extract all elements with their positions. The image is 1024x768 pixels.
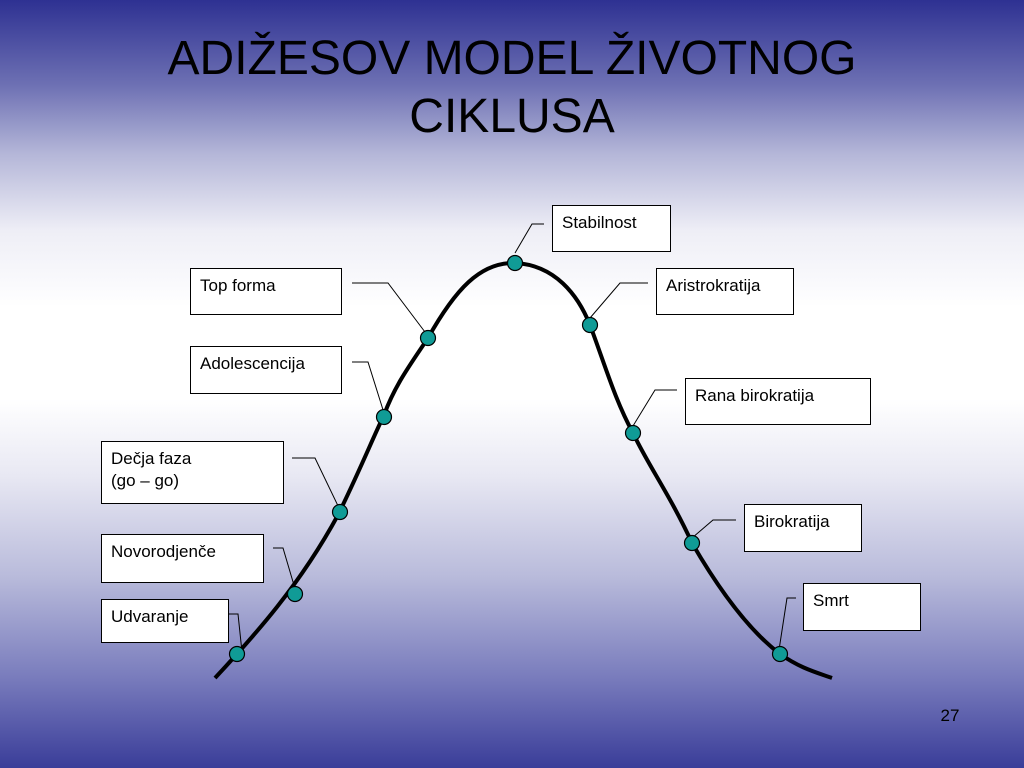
leader-line-birokratija <box>691 519 736 539</box>
stage-label: Novorodjenče <box>111 542 216 561</box>
stage-box-udvaranje: Udvaranje <box>101 599 229 643</box>
leader-line-top-forma <box>352 282 429 337</box>
stage-box-smrt: Smrt <box>803 583 921 631</box>
stage-marker-aristrokratija <box>581 316 599 334</box>
stage-marker-adolescencija <box>375 408 393 426</box>
stage-label: Dečja faza <box>111 449 192 468</box>
stage-label-line-2: (go – go) <box>111 471 180 490</box>
stage-marker-birokratija <box>683 534 701 552</box>
stage-marker-rana-birokratija <box>624 424 642 442</box>
stage-label: Aristrokratija <box>666 276 761 295</box>
stage-box-novorodjence: Novorodjenče <box>101 534 264 583</box>
stage-marker-novorodjence <box>286 585 304 603</box>
leader-line-novorodjence <box>273 547 297 593</box>
stage-label: Smrt <box>813 591 849 610</box>
life-cycle-curve <box>213 260 833 680</box>
stage-label: Adolescencija <box>200 354 305 373</box>
stage-label: Top forma <box>200 276 276 295</box>
leader-line-rana-birokratija <box>632 389 677 427</box>
stage-box-decja-faza: Dečja faza (go – go) <box>101 441 284 504</box>
page-number: 27 <box>940 706 960 725</box>
stage-label: Birokratija <box>754 512 830 531</box>
leader-line-udvaranje <box>229 613 243 653</box>
slide-title: ADIŽESOV MODEL ŽIVOTNOG CIKLUSA <box>0 30 1024 146</box>
stage-marker-smrt <box>771 645 789 663</box>
slide-title-line-2: CIKLUSA <box>409 90 615 143</box>
stage-label: Rana birokratija <box>695 386 815 405</box>
leader-line-smrt <box>778 597 796 651</box>
leader-line-aristrokratija <box>589 282 648 319</box>
stage-box-rana-birokratija: Rana birokratija <box>685 378 871 425</box>
stage-marker-udvaranje <box>228 645 246 663</box>
stage-box-aristrokratija: Aristrokratija <box>656 268 794 315</box>
stage-marker-decja-faza <box>331 503 349 521</box>
leader-line-stabilnost <box>514 223 544 254</box>
leader-line-adolescencija <box>352 361 385 414</box>
stage-box-birokratija: Birokratija <box>744 504 862 552</box>
stage-label: Udvaranje <box>111 607 189 626</box>
leader-line-decja-faza <box>292 457 341 511</box>
stage-label: Stabilnost <box>562 213 637 232</box>
stage-box-adolescencija: Adolescencija <box>190 346 342 394</box>
stage-marker-stabilnost <box>506 254 524 272</box>
stage-box-top-forma: Top forma <box>190 268 342 315</box>
slide-title-line-1: ADIŽESOV MODEL ŽIVOTNOG <box>167 32 857 85</box>
stage-box-stabilnost: Stabilnost <box>552 205 671 252</box>
stage-marker-top-forma <box>419 329 437 347</box>
